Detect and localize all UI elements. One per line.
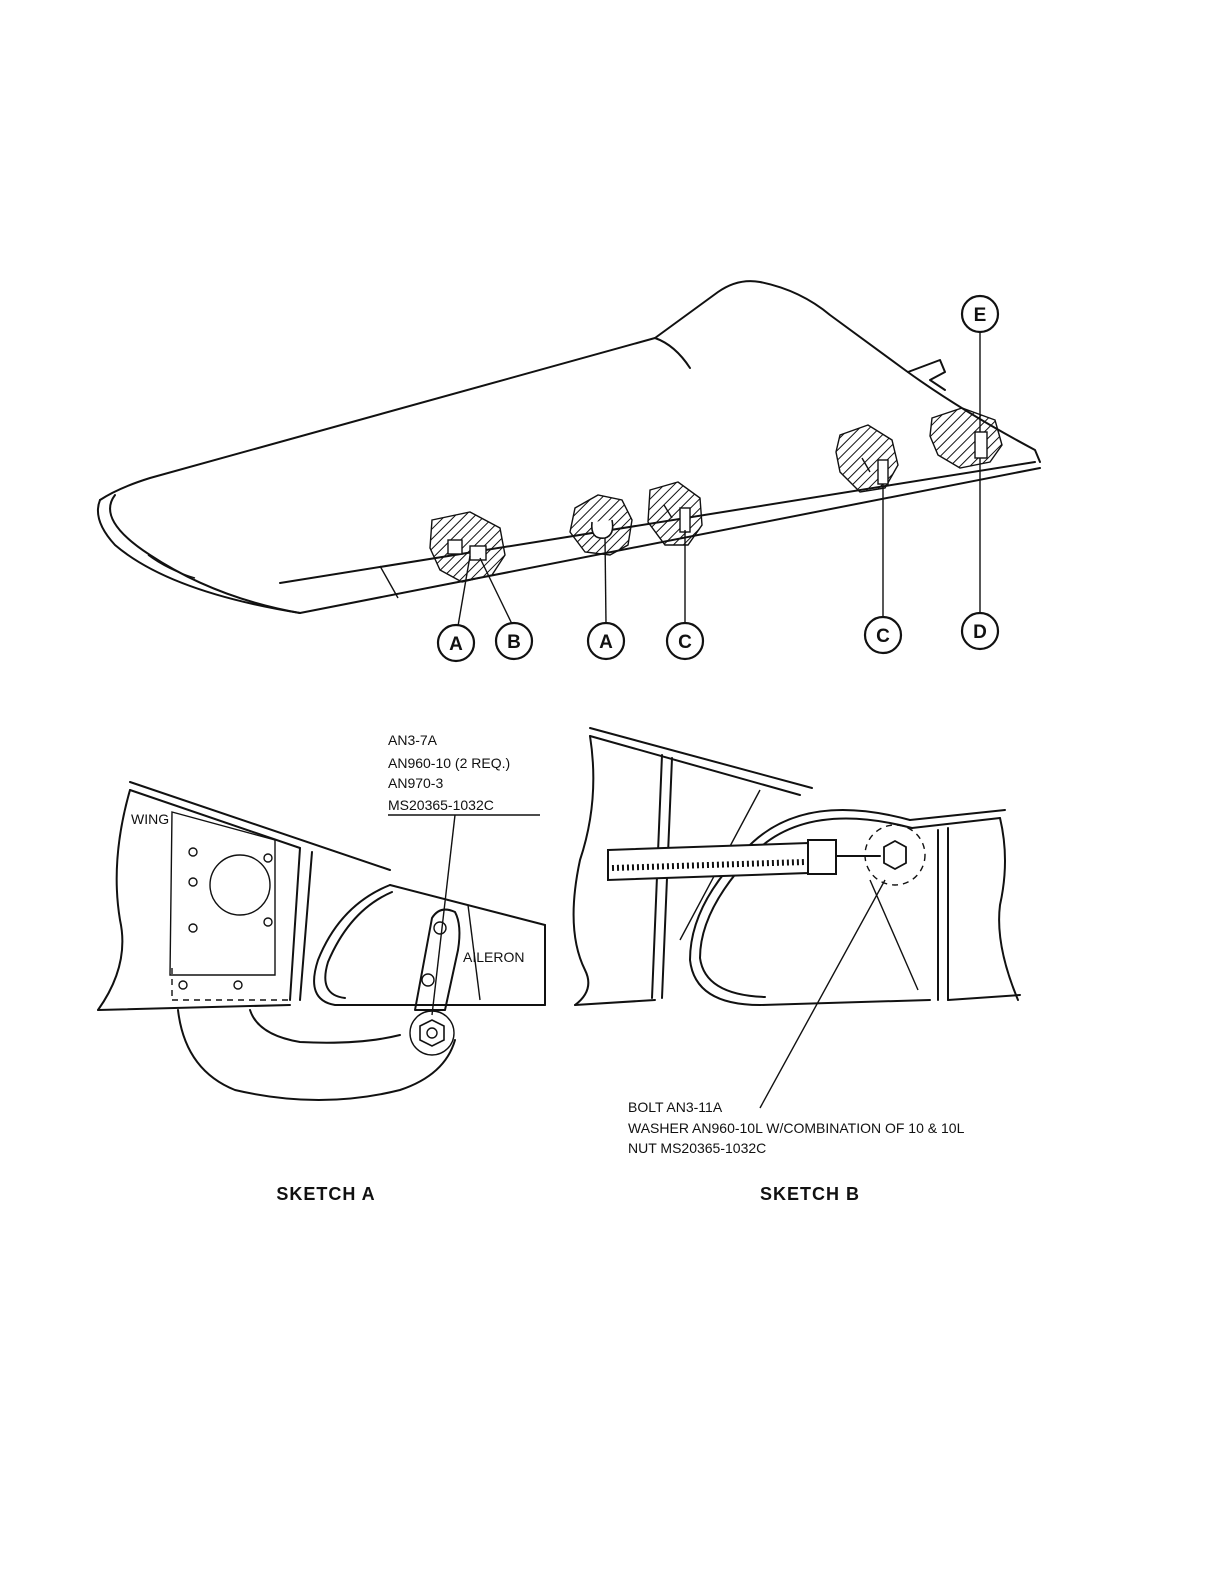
aileron-label: AILERON: [463, 949, 524, 965]
cutaway-patch-4: [836, 425, 898, 492]
part-label: AN970-3: [388, 775, 443, 791]
callout-label: B: [507, 632, 521, 653]
sketch-b-caption: SKETCH B: [760, 1184, 860, 1204]
callout-c-2: C: [865, 617, 901, 653]
callout-e: E: [962, 296, 998, 332]
sketch-b: BOLT AN3-11A WASHER AN960-10L W/COMBINAT…: [574, 728, 1020, 1204]
callout-leaders: [458, 332, 980, 626]
part-label: MS20365-1032C: [388, 797, 494, 813]
part-label: BOLT AN3-11A: [628, 1099, 723, 1115]
cutaway-patch-5: [930, 408, 1002, 468]
wing-overview: [98, 281, 1040, 613]
sketch-a-caption: SKETCH A: [276, 1184, 375, 1204]
part-label: AN960-10 (2 REQ.): [388, 755, 510, 771]
sketch-a: AN3-7A AN960-10 (2 REQ.) AN970-3 MS20365…: [98, 732, 545, 1204]
callout-label: C: [876, 626, 890, 647]
cutaway-patch-3: [648, 482, 702, 545]
callout-label: E: [974, 305, 987, 326]
cutaway-patches: [430, 408, 1002, 582]
callout-label: C: [678, 632, 692, 653]
callout-a-2: A: [588, 623, 624, 659]
part-label: WASHER AN960-10L W/COMBINATION OF 10 & 1…: [628, 1120, 965, 1136]
callout-a-1: A: [438, 625, 474, 661]
callout-label: D: [973, 622, 987, 643]
callout-label: A: [599, 632, 613, 653]
callout-label: A: [449, 634, 463, 655]
callout-b: B: [496, 623, 532, 659]
callout-d: D: [962, 613, 998, 649]
callout-c-1: C: [667, 623, 703, 659]
wing-label: WING: [131, 811, 169, 827]
part-label: NUT MS20365-1032C: [628, 1140, 766, 1156]
part-label: AN3-7A: [388, 732, 438, 748]
